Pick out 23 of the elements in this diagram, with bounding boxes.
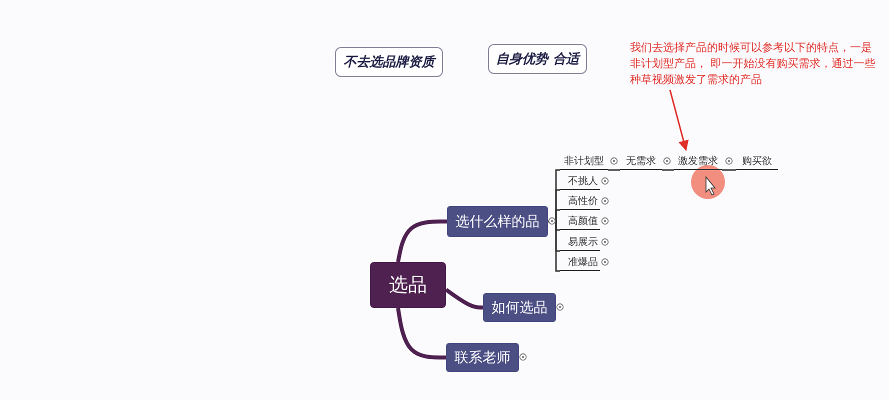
arrow: [669, 90, 689, 152]
floating-topic: 不去选品牌资质: [335, 47, 443, 77]
connector-line: [396, 220, 447, 262]
branch-topic: 联系老师: [446, 343, 519, 372]
branch-topic: 如何选品: [483, 293, 556, 322]
subtopic: 无需求: [620, 152, 662, 170]
subtopic: 不挑人: [560, 172, 600, 190]
central-topic: 选品: [370, 262, 446, 308]
subtopic: 非计划型: [560, 152, 608, 170]
subtopic: 准爆品: [560, 253, 600, 271]
subtopic: 激发需求: [674, 152, 722, 170]
subtopic: 高颜值: [560, 212, 600, 230]
connector-line: [396, 308, 446, 360]
subtopic: 购买欲: [736, 152, 778, 170]
subtopic: 易展示: [560, 233, 600, 251]
connector-line: [444, 288, 483, 310]
subtopic: 高性价: [560, 192, 600, 210]
note-text: 我们去选择产品的时候可以参考以下的特点，一是非计划型产品， 即一开始没有购买需求，通过一些种草视频激发了需求的产品: [630, 40, 882, 90]
branch-topic: 选什么样的品: [447, 206, 548, 237]
floating-topic: 自身优势 合适: [488, 44, 587, 74]
connector-line: [722, 169, 736, 171]
connector-line: [662, 169, 674, 171]
connector-line: [608, 169, 620, 171]
